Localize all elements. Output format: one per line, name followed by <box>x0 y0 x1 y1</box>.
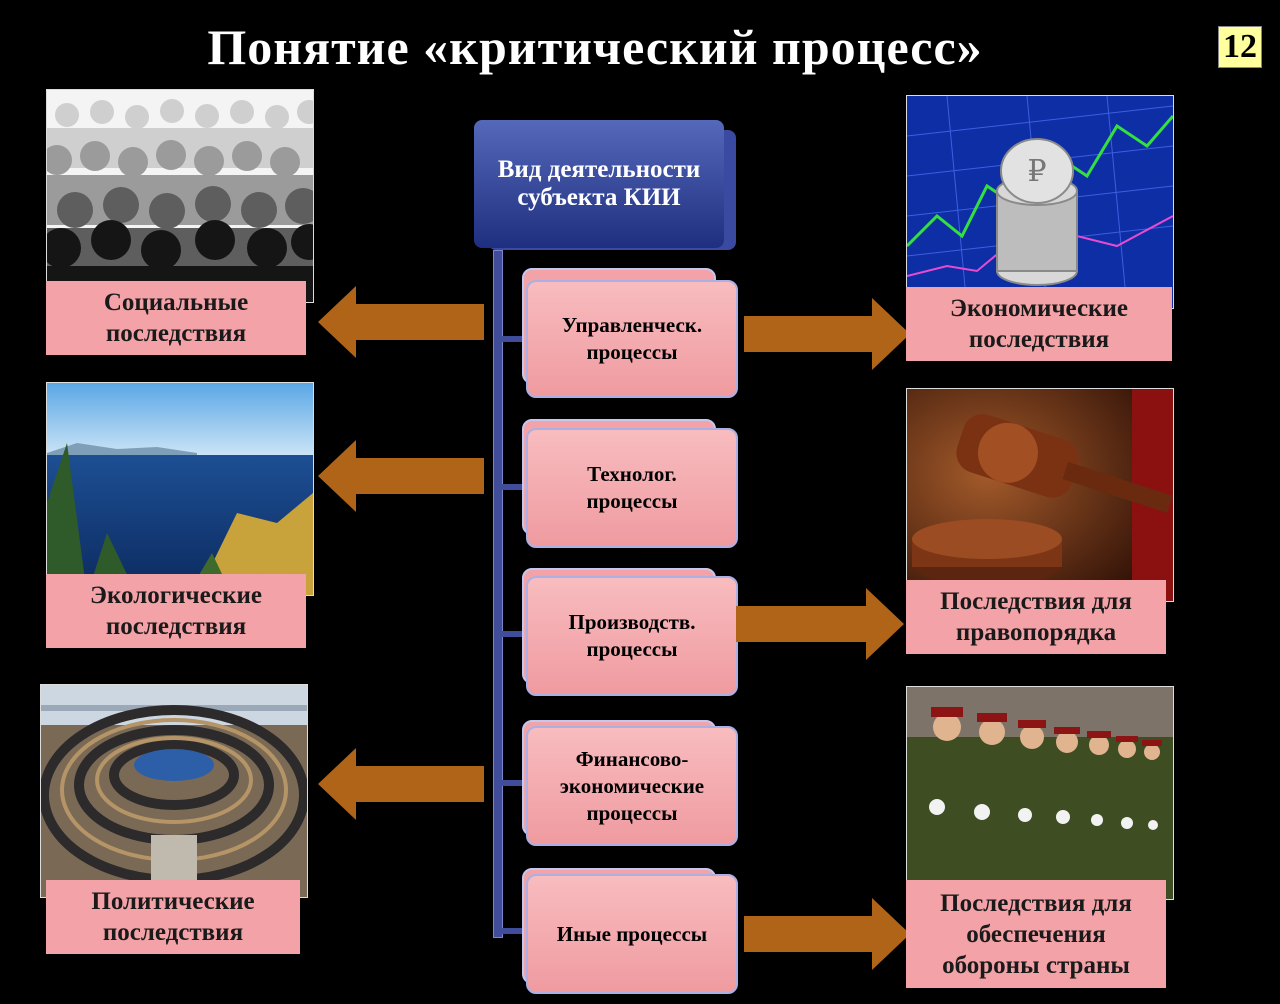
arrow-left-1 <box>318 286 484 358</box>
ruble-coins-photo: ₽ <box>906 95 1174 309</box>
consequence-social-label: Социальные последствия <box>46 281 306 355</box>
connector-5 <box>501 928 529 934</box>
connector-3 <box>501 631 529 637</box>
consequence-ecological-label: Экологические последствия <box>46 574 306 648</box>
connector-4 <box>501 780 529 786</box>
consequence-law-order-label: Последствия для правопорядка <box>906 580 1166 654</box>
process-box-1: Управленческ. процессы <box>526 280 738 398</box>
lake-photo <box>46 382 314 596</box>
page-number-badge: 12 <box>1218 26 1262 68</box>
connector-line <box>493 250 503 938</box>
process-box-4: Финансово- экономические процессы <box>526 726 738 846</box>
svg-text:₽: ₽ <box>1027 154 1046 189</box>
arrow-left-2 <box>318 440 484 512</box>
military-parade-photo <box>906 686 1174 900</box>
consequence-defense-label: Последствия для обеспечения обороны стра… <box>906 880 1166 988</box>
process-box-5: Иные процессы <box>526 874 738 994</box>
process-box-2: Технолог. процессы <box>526 428 738 548</box>
arrow-right-2 <box>736 588 904 660</box>
page-title: Понятие «критический процесс» <box>207 19 983 75</box>
consequence-political-label: Политические последствия <box>46 880 300 954</box>
connector-1 <box>501 336 529 342</box>
arrow-right-3 <box>744 898 910 970</box>
judge-gavel-photo <box>906 388 1174 602</box>
process-box-3: Производств. процессы <box>526 576 738 696</box>
parliament-photo <box>40 684 308 898</box>
consequence-economic-label: Экономические последствия <box>906 287 1172 361</box>
center-heading: Вид деятельности субъекта КИИ <box>474 120 724 248</box>
arrow-right-1 <box>744 298 910 370</box>
crowd-photo <box>46 89 314 303</box>
connector-2 <box>501 484 529 490</box>
arrow-left-3 <box>318 748 484 820</box>
